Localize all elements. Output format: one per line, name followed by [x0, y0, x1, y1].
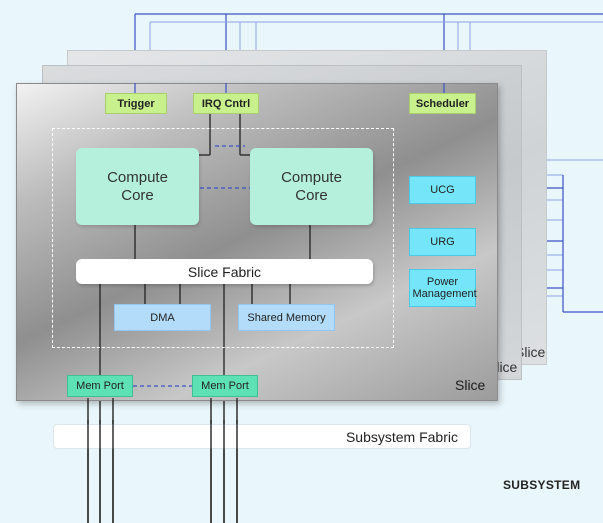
power-management-block: Power Management	[409, 269, 477, 307]
ucg-block: UCG	[409, 176, 476, 204]
compute-core-right: Compute Core	[250, 148, 373, 225]
subsystem-label: SUBSYSTEM	[503, 478, 581, 492]
compute-core-left: Compute Core	[76, 148, 199, 225]
urg-block: URG	[409, 228, 476, 256]
dma-block: DMA	[114, 304, 211, 331]
power-management-label: Power Management	[412, 276, 477, 300]
slice-label-back: Slice	[515, 344, 546, 360]
trigger-tag: Trigger	[105, 93, 167, 114]
slice-fabric: Slice Fabric	[76, 259, 373, 284]
compute-core-right-label: Compute Core	[281, 168, 342, 204]
compute-region	[52, 128, 394, 348]
compute-core-left-label: Compute Core	[107, 168, 168, 204]
shared-memory-block: Shared Memory	[238, 304, 335, 331]
mem-port-left: Mem Port	[67, 375, 133, 397]
mem-port-right: Mem Port	[192, 375, 258, 397]
scheduler-tag: Scheduler	[409, 93, 476, 114]
irq-controller-tag: IRQ Cntrl	[193, 93, 259, 114]
slice-label-front: Slice	[455, 377, 486, 393]
subsystem-fabric: Subsystem Fabric	[53, 424, 471, 449]
